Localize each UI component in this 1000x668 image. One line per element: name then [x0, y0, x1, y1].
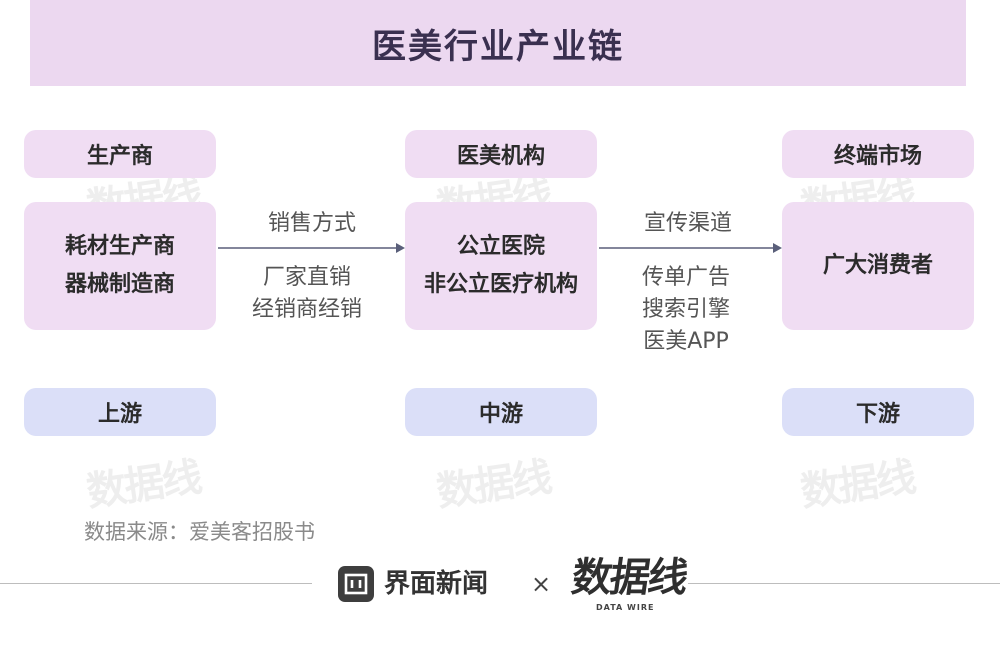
box-line: 广大消费者	[822, 253, 933, 278]
brand-name: 界面新闻	[384, 569, 489, 599]
arrow-label-promotion: 宣传渠道	[643, 211, 732, 236]
sales-method-item: 经销商经销	[251, 297, 362, 322]
footer-divider-left	[0, 583, 312, 584]
footer-divider-right	[688, 583, 1000, 584]
stage-downstream: 下游	[782, 388, 974, 436]
promotion-channels: 传单广告 搜索引擎 医美APP	[598, 262, 774, 358]
header-label: 终端市场	[833, 144, 922, 169]
stage-label: 下游	[855, 402, 900, 427]
producer-box: 耗材生产商 器械制造商	[24, 202, 216, 330]
header-institution: 医美机构	[405, 130, 597, 178]
diagram-title: 医美行业产业链	[372, 26, 624, 67]
consumer-box: 广大消费者	[782, 202, 974, 330]
box-line: 公立医院	[456, 234, 545, 259]
box-line: 耗材生产商	[64, 234, 175, 259]
box-line: 器械制造商	[64, 272, 175, 297]
arrow-label-sales: 销售方式	[267, 211, 356, 236]
watermark-logo: 数据线	[83, 454, 204, 516]
sales-method-item: 厂家直销	[262, 265, 351, 290]
datawire-logo: 数据线	[568, 555, 690, 601]
promotion-channel-item: 医美APP	[643, 329, 729, 354]
arrow-right-icon	[218, 243, 405, 253]
header-producer: 生产商	[24, 130, 216, 178]
promotion-channel-item: 传单广告	[641, 265, 730, 290]
stage-label: 中游	[478, 402, 523, 427]
header-label: 医美机构	[456, 144, 545, 169]
header-label: 生产商	[86, 144, 153, 169]
stage-upstream: 上游	[24, 388, 216, 436]
watermark-logo: 数据线	[797, 454, 918, 516]
header-terminal-market: 终端市场	[782, 130, 974, 178]
sales-methods: 厂家直销 经销商经销	[218, 262, 396, 326]
stage-midstream: 中游	[405, 388, 597, 436]
data-source: 数据来源：爱美客招股书	[84, 520, 315, 544]
promotion-channel-item: 搜索引擎	[641, 297, 730, 322]
watermark-logo: 数据线	[433, 454, 554, 516]
jiemian-logo-icon	[338, 566, 374, 602]
title-banner: 医美行业产业链	[30, 0, 966, 86]
box-line: 非公立医疗机构	[423, 272, 578, 297]
institution-box: 公立医院 非公立医疗机构	[405, 202, 597, 330]
stage-label: 上游	[97, 402, 142, 427]
datawire-logo-sub: DATA WIRE	[596, 603, 655, 612]
collab-separator: ×	[531, 570, 552, 598]
arrow-right-icon	[599, 243, 782, 253]
